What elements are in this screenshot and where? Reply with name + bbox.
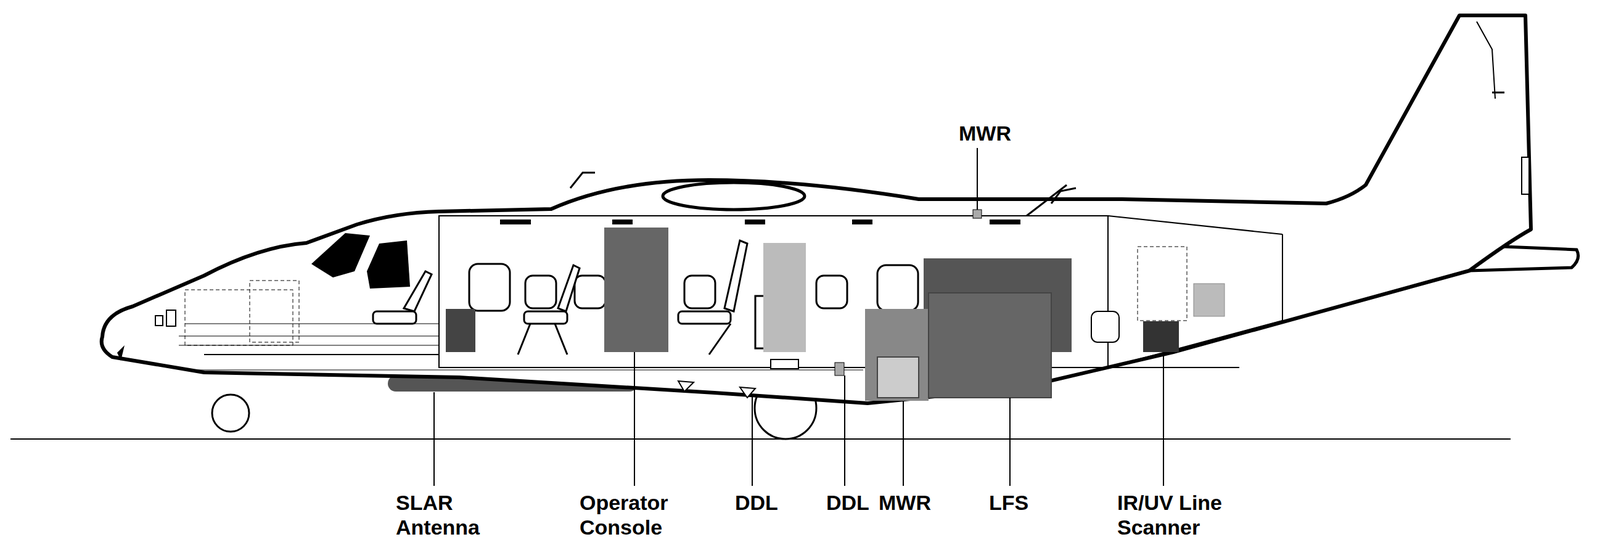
wing-section [662,182,805,210]
ir-uv-scanner [1143,321,1179,353]
callout-label: MWR [958,120,1012,146]
part-label: DDL [826,490,870,515]
cockpit-window [366,240,411,289]
equipment-rack [763,242,806,353]
part-label: IR/UV Line Scanner [1117,490,1241,540]
nose-wheel [212,394,250,432]
part-label: MWR [878,490,932,515]
mwr-unit [865,308,929,401]
equipment-box [445,308,476,353]
leader-line [434,147,1164,486]
cockpit-window [311,233,370,278]
fuselage-outline [101,15,1531,404]
ground-line [10,438,1511,440]
part-label: DDL [734,490,779,515]
part-label: SLAR Antenna [395,490,513,540]
part-label: Operator Console [579,490,703,540]
operator-console [604,227,669,353]
part-label: LFS [988,490,1029,515]
